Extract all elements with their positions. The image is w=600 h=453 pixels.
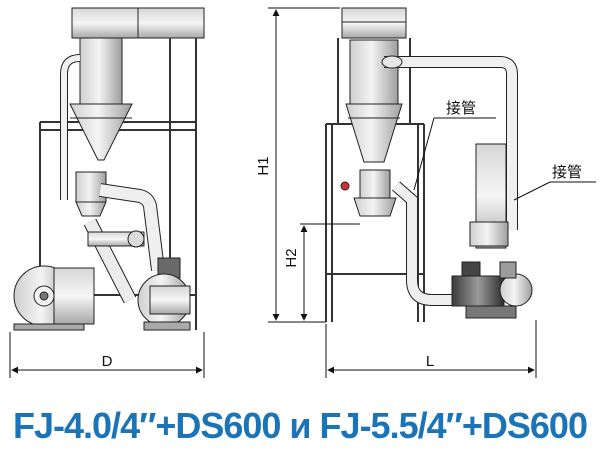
dimension-l-label: L <box>426 353 434 370</box>
dimension-l <box>325 320 537 378</box>
right-rotary-valve <box>359 169 391 199</box>
right-blower-assembly <box>451 261 533 319</box>
dimension-h2-label: H2 <box>283 248 300 267</box>
callout-pipe-joint-top-label: 接管 <box>446 99 476 117</box>
callout-pipe-joint-right-label: 接管 <box>552 163 582 181</box>
right-cyclone-cylinder <box>349 39 399 105</box>
left-cyclone-cylinder <box>79 37 123 105</box>
dimension-h1-label: H1 <box>255 156 272 175</box>
callout-pipe-joint-right <box>513 181 596 201</box>
dimension-d-label: D <box>102 353 113 370</box>
dimension-d <box>9 332 205 378</box>
left-cyclone-cone <box>69 103 133 161</box>
right-filter-housing <box>341 7 407 39</box>
left-machine-side-view <box>13 7 205 331</box>
technical-drawing: D <box>9 7 596 378</box>
callout-pipe-joint-top <box>413 117 496 191</box>
left-blower-assembly <box>13 265 191 331</box>
dimension-h2 <box>300 223 360 321</box>
dimension-h1 <box>268 7 340 323</box>
right-machine-front-view <box>325 7 533 322</box>
model-caption: FJ-4.0/4″+DS600 и FJ-5.5/4″+DS600 <box>13 405 588 446</box>
right-cyclone-cone <box>345 103 403 163</box>
